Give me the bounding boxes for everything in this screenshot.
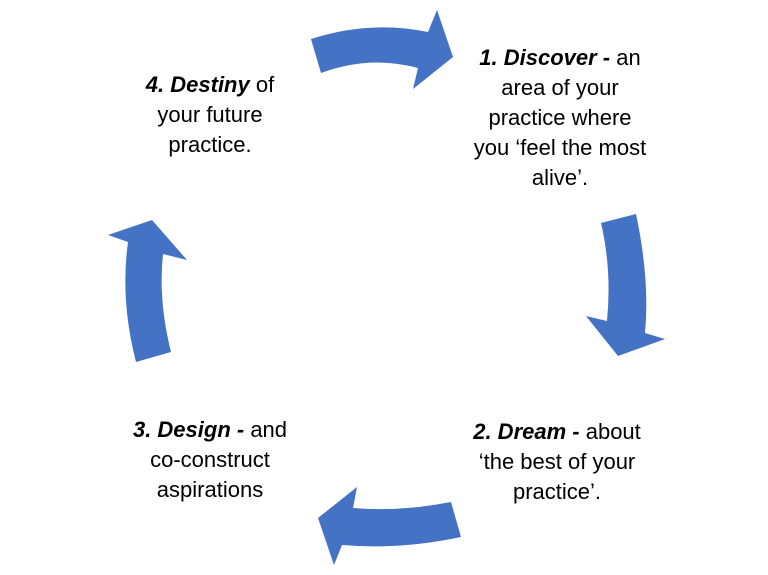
step-text: an xyxy=(610,45,641,70)
arrow-discover-to-dream xyxy=(586,214,665,356)
step-design: 3. Design - and co-construct aspirations xyxy=(105,415,315,505)
step-line: practice where xyxy=(488,105,632,130)
step-line: alive’. xyxy=(531,165,589,190)
step-line: practice. xyxy=(168,132,252,157)
step-dream: 2. Dream - about ‘the best of your pract… xyxy=(452,417,662,507)
step-line: area of your xyxy=(501,75,619,100)
arrow-destiny-to-discover xyxy=(311,10,453,89)
step-text: about xyxy=(579,419,641,444)
step-line: co-construct xyxy=(150,447,270,472)
step-title: 2. Dream - xyxy=(473,419,580,444)
step-destiny: 4. Destiny of your future practice. xyxy=(105,70,315,160)
step-title: 1. Discover - xyxy=(479,45,611,70)
arrow-design-to-destiny xyxy=(108,220,187,362)
step-line: aspirations xyxy=(156,477,264,502)
step-line: you ‘feel the most xyxy=(473,135,647,160)
step-line: practice’. xyxy=(512,479,602,504)
step-title: 4. Destiny xyxy=(145,72,250,97)
step-title: 3. Design - xyxy=(132,417,245,442)
step-line: ‘the best of your xyxy=(478,449,636,474)
step-line: your future xyxy=(157,102,263,127)
step-text: and xyxy=(244,417,288,442)
arrow-dream-to-design xyxy=(318,487,461,565)
step-text: of xyxy=(249,72,275,97)
step-discover: 1. Discover - an area of your practice w… xyxy=(455,43,665,193)
